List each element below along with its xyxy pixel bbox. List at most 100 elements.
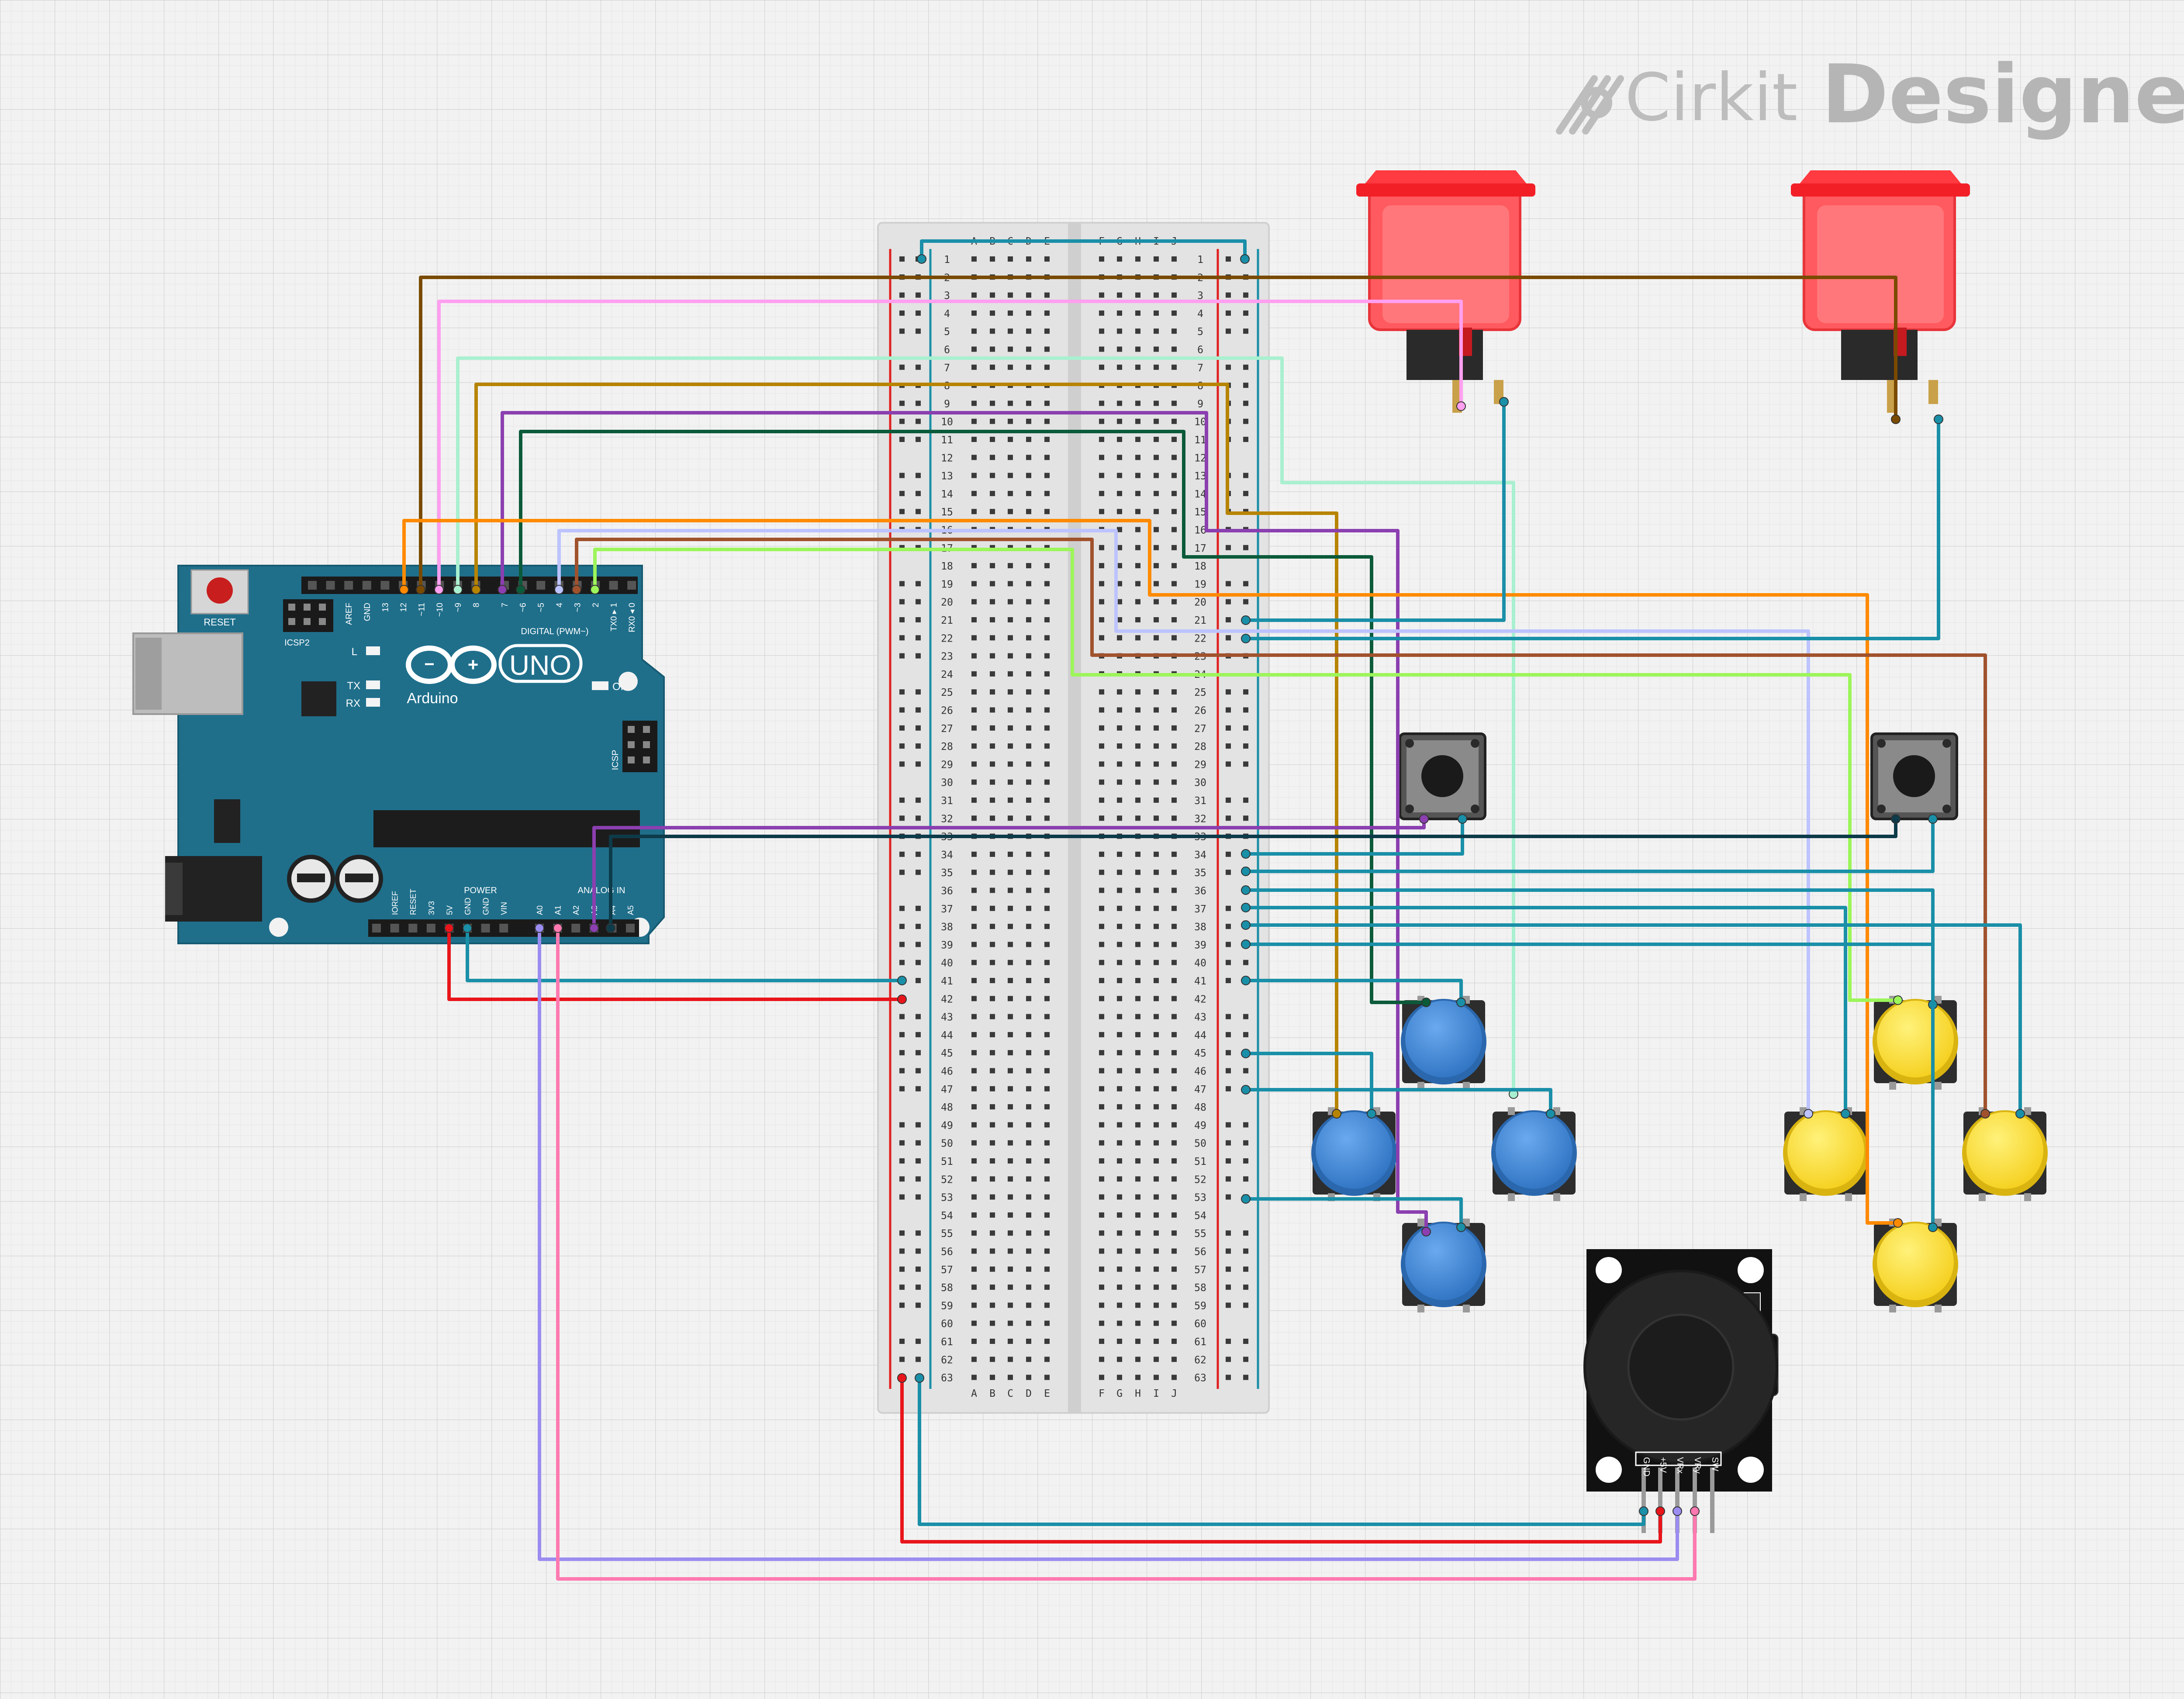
breadboard-hole[interactable]	[1099, 996, 1104, 1001]
rail-hole[interactable]	[916, 1285, 921, 1290]
rail-hole[interactable]	[1243, 798, 1248, 803]
rail-hole[interactable]	[899, 1032, 905, 1037]
breadboard-hole[interactable]	[1044, 1158, 1050, 1164]
breadboard-hole[interactable]	[1044, 1032, 1050, 1037]
rail-hole[interactable]	[1226, 599, 1231, 604]
breadboard-hole[interactable]	[1008, 1122, 1013, 1128]
breadboard-hole[interactable]	[1154, 978, 1159, 983]
rail-hole[interactable]	[1226, 545, 1231, 550]
breadboard-hole[interactable]	[1171, 815, 1177, 821]
breadboard-hole[interactable]	[990, 671, 995, 677]
breadboard-hole[interactable]	[1117, 1374, 1122, 1380]
breadboard-hole[interactable]	[1117, 1357, 1122, 1362]
rail-hole[interactable]	[916, 978, 921, 983]
breadboard-hole[interactable]	[990, 1339, 995, 1344]
breadboard-hole[interactable]	[1044, 599, 1050, 604]
breadboard-hole[interactable]	[1117, 599, 1122, 604]
breadboard-hole[interactable]	[1026, 346, 1031, 352]
rail-hole[interactable]	[916, 1032, 921, 1037]
breadboard-hole[interactable]	[971, 292, 977, 298]
arcade-buttons[interactable]	[1356, 170, 1970, 413]
breadboard-hole[interactable]	[1099, 437, 1104, 442]
breadboard-hole[interactable]	[1099, 978, 1104, 983]
breadboard-hole[interactable]	[1171, 851, 1177, 857]
breadboard-hole[interactable]	[1154, 635, 1159, 641]
breadboard-hole[interactable]	[1117, 1122, 1122, 1128]
breadboard-hole[interactable]	[1154, 1230, 1159, 1236]
breadboard-hole[interactable]	[971, 743, 977, 749]
breadboard-hole[interactable]	[1099, 401, 1104, 406]
tactile-switch-1[interactable]	[1399, 732, 1486, 820]
breadboard-hole[interactable]	[1044, 815, 1050, 821]
power-pin-socket[interactable]	[372, 924, 381, 932]
rail-hole[interactable]	[899, 1122, 905, 1128]
breadboard-hole[interactable]	[1099, 256, 1104, 262]
breadboard-hole[interactable]	[1026, 978, 1031, 983]
breadboard-hole[interactable]	[1044, 1230, 1050, 1236]
breadboard-hole[interactable]	[1099, 617, 1104, 622]
breadboard-hole[interactable]	[971, 1086, 977, 1091]
rail-hole[interactable]	[1243, 599, 1248, 604]
rail-hole[interactable]	[899, 851, 905, 857]
breadboard-hole[interactable]	[1154, 346, 1159, 352]
breadboard-hole[interactable]	[1154, 563, 1159, 569]
breadboard-hole[interactable]	[1026, 455, 1031, 460]
rail-hole[interactable]	[916, 1122, 921, 1128]
breadboard-hole[interactable]	[1171, 1285, 1177, 1290]
breadboard-hole[interactable]	[1171, 725, 1177, 731]
rail-hole[interactable]	[899, 1050, 905, 1056]
breadboard-hole[interactable]	[1154, 1357, 1159, 1362]
arcade-button-cap[interactable]	[1817, 205, 1944, 323]
power-pin-socket[interactable]	[499, 924, 508, 932]
yellow-button-down[interactable]	[1873, 1219, 1958, 1312]
rail-hole[interactable]	[1226, 815, 1231, 821]
breadboard-hole[interactable]	[1154, 401, 1159, 406]
analog-pin-socket[interactable]	[571, 924, 581, 932]
rail-hole[interactable]	[899, 1068, 905, 1074]
breadboard-hole[interactable]	[1044, 490, 1050, 496]
breadboard-hole[interactable]	[1026, 1176, 1031, 1182]
breadboard-hole[interactable]	[990, 743, 995, 749]
rail-hole[interactable]	[916, 1158, 921, 1164]
breadboard-hole[interactable]	[990, 473, 995, 478]
breadboard-hole[interactable]	[971, 1320, 977, 1326]
breadboard-hole[interactable]	[1171, 1104, 1177, 1110]
breadboard-hole[interactable]	[990, 942, 995, 947]
rail-hole[interactable]	[899, 437, 905, 442]
breadboard-hole[interactable]	[1026, 960, 1031, 965]
breadboard-hole[interactable]	[971, 455, 977, 460]
rail-hole[interactable]	[1243, 1158, 1248, 1164]
breadboard-hole[interactable]	[1008, 1248, 1013, 1254]
breadboard-hole[interactable]	[1026, 617, 1031, 622]
breadboard-hole[interactable]	[1171, 978, 1177, 983]
breadboard-hole[interactable]	[1154, 815, 1159, 821]
breadboard-hole[interactable]	[1171, 1339, 1177, 1344]
breadboard-hole[interactable]	[1135, 455, 1140, 460]
breadboard-hole[interactable]	[990, 364, 995, 370]
breadboard-hole[interactable]	[1171, 1086, 1177, 1091]
breadboard-hole[interactable]	[1099, 509, 1104, 515]
breadboard-hole[interactable]	[1099, 1122, 1104, 1128]
breadboard-hole[interactable]	[1135, 364, 1140, 370]
breadboard-hole[interactable]	[1135, 1194, 1140, 1200]
breadboard-hole[interactable]	[1099, 798, 1104, 803]
breadboard-hole[interactable]	[1171, 743, 1177, 749]
breadboard-hole[interactable]	[1135, 563, 1140, 569]
breadboard-hole[interactable]	[1008, 1068, 1013, 1074]
rail-hole[interactable]	[1243, 1230, 1248, 1236]
breadboard-hole[interactable]	[1154, 1014, 1159, 1019]
arcade-button-1[interactable]	[1356, 170, 1535, 413]
breadboard-hole[interactable]	[1154, 581, 1159, 587]
breadboard-hole[interactable]	[1044, 364, 1050, 370]
breadboard-hole[interactable]	[990, 328, 995, 334]
breadboard-hole[interactable]	[1171, 1357, 1177, 1362]
breadboard-hole[interactable]	[1135, 310, 1140, 316]
breadboard-hole[interactable]	[1026, 779, 1031, 785]
breadboard-hole[interactable]	[1117, 1302, 1122, 1308]
rail-hole[interactable]	[899, 310, 905, 316]
rail-hole[interactable]	[1226, 364, 1231, 370]
rail-hole[interactable]	[1226, 1086, 1231, 1091]
breadboard-hole[interactable]	[1171, 870, 1177, 875]
button-cap[interactable]	[1316, 1112, 1393, 1189]
breadboard-hole[interactable]	[971, 1122, 977, 1128]
